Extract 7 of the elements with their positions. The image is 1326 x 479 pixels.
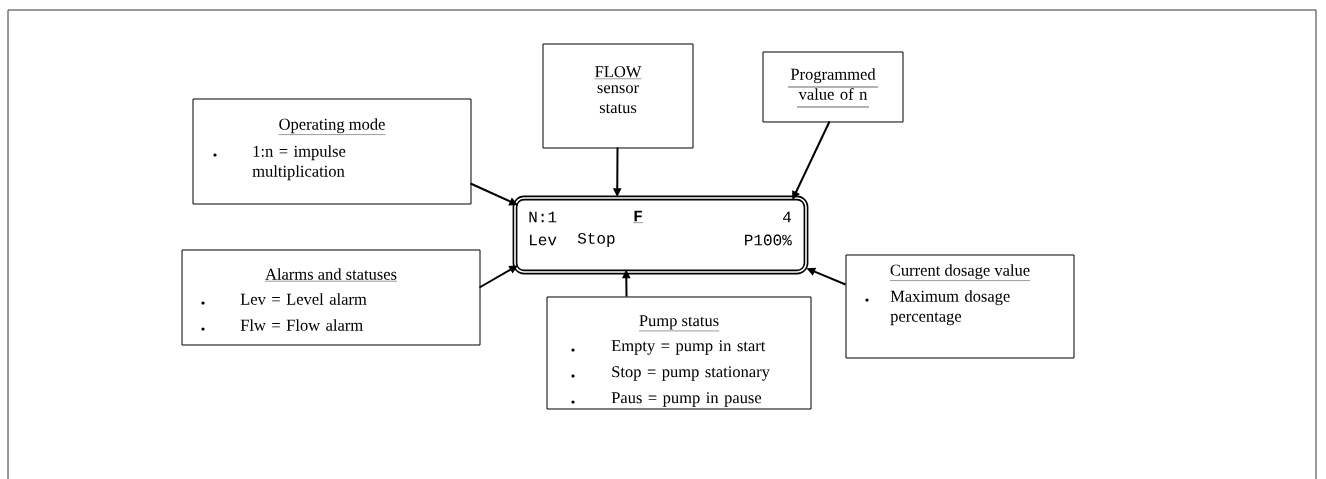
callout-box: Operating mode 1:n = impulse multiplication [192,98,472,205]
lcd-display: N:1 F 4 Lev Stop P100% [512,195,809,275]
callout-box: Programmed value of n [762,51,904,123]
callout-box: Current dosage value Maximum dosage percentage [845,254,1075,359]
callout-box: Alarms and statuses Lev = Level alarm Flw = Flow alarm [181,249,481,346]
callout-box: Pump status Empty = pump in start Stop = pump stationary Paus = pump in pause [546,296,812,410]
callout-box: FLOW sensor status [542,43,694,149]
